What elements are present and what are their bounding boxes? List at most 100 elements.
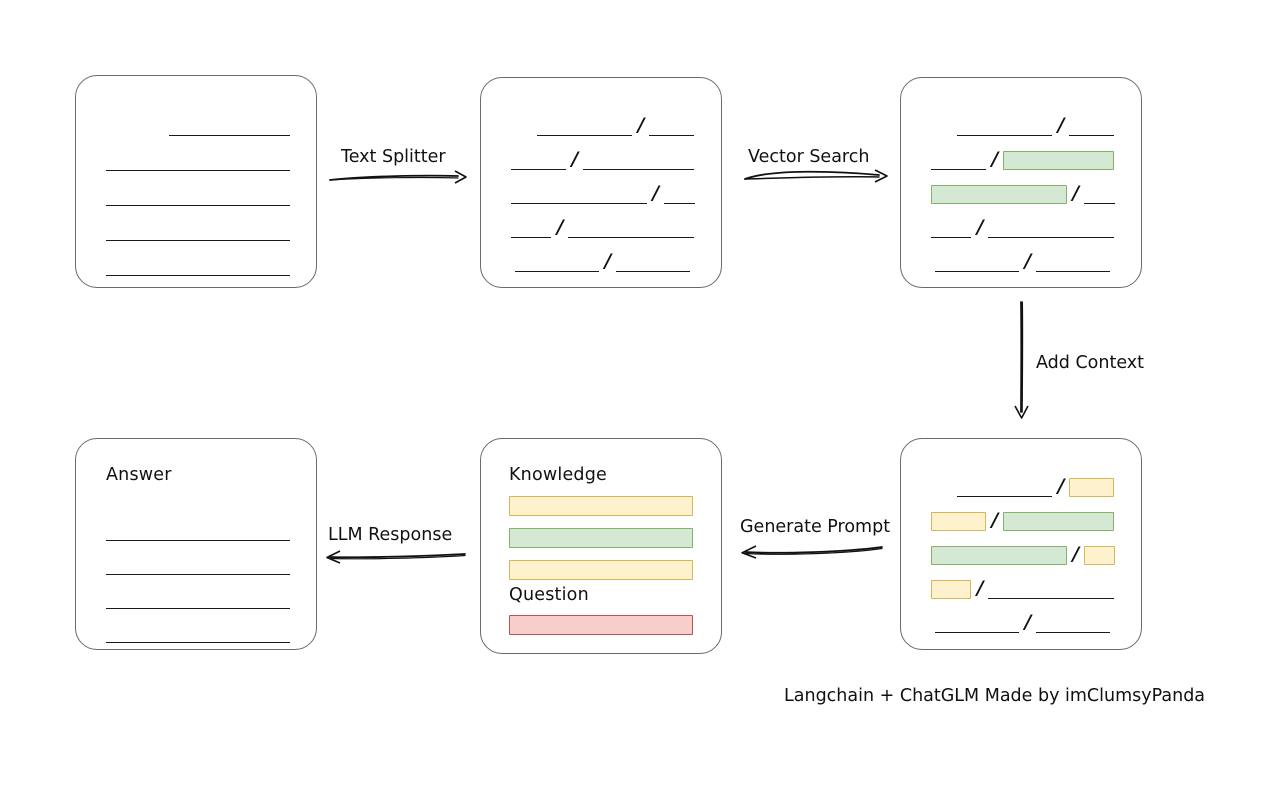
slash-separator: / — [556, 216, 564, 238]
text-line-segment — [988, 218, 1113, 238]
text-line-segment — [931, 150, 986, 170]
document-row: / — [931, 218, 1115, 238]
slash-separator: / — [1072, 543, 1080, 565]
text-line-segment — [957, 477, 1053, 497]
text-line-segment — [511, 184, 647, 204]
text-line-segment — [1036, 613, 1110, 633]
document-row — [106, 116, 290, 136]
edge-arrow-add-context — [1014, 301, 1029, 419]
text-line-segment — [649, 116, 693, 136]
node-context-enriched-chunks[interactable]: / / / / / — [900, 438, 1142, 650]
text-line-segment — [106, 151, 290, 171]
text-line-segment — [616, 252, 690, 272]
text-line-segment — [106, 623, 290, 643]
knowledge-bar-yellow — [509, 496, 693, 516]
text-line-segment — [957, 116, 1053, 136]
text-line-segment — [988, 579, 1113, 599]
document-row — [106, 221, 290, 241]
slash-separator: / — [976, 577, 984, 599]
text-line-segment — [1084, 184, 1115, 204]
context-enriched-rows: / / / / / — [901, 439, 1141, 649]
chunk-highlight-green — [931, 185, 1068, 204]
node-vector-matched-chunks[interactable]: / / / / / — [900, 77, 1142, 288]
chunk-highlight-yellow — [931, 512, 987, 531]
chunk-highlight-yellow — [1084, 546, 1116, 565]
text-line-segment — [515, 252, 600, 272]
text-line-segment — [935, 252, 1020, 272]
slash-separator: / — [991, 148, 999, 170]
document-row: / — [931, 613, 1115, 633]
slash-separator: / — [637, 114, 645, 136]
slash-separator: / — [1057, 114, 1065, 136]
slash-separator: / — [1057, 475, 1065, 497]
chunk-highlight-green — [1003, 512, 1114, 531]
row-indent — [511, 116, 537, 136]
node-prompt[interactable]: Knowledge Question — [480, 438, 722, 654]
row-indent — [106, 116, 169, 136]
edge-label-text-splitter: Text Splitter — [341, 147, 446, 167]
slash-separator: / — [652, 182, 660, 204]
text-line-segment — [106, 589, 290, 609]
prompt-bars — [481, 439, 721, 653]
chunk-highlight-green — [1003, 151, 1114, 170]
slash-separator: / — [1072, 182, 1080, 204]
slash-separator: / — [1024, 611, 1032, 633]
chunk-highlight-green — [931, 546, 1068, 565]
document-row: / — [931, 150, 1115, 170]
edge-arrow-generate-prompt — [741, 545, 883, 559]
chunk-highlight-yellow — [931, 580, 972, 599]
document-row: / — [511, 184, 695, 204]
text-line-segment — [106, 186, 290, 206]
slash-separator: / — [976, 216, 984, 238]
footer-credit: Langchain + ChatGLM Made by imClumsyPand… — [784, 686, 1206, 706]
edge-label-generate-prompt: Generate Prompt — [740, 517, 891, 537]
text-line-segment — [1069, 116, 1113, 136]
slash-separator: / — [571, 148, 579, 170]
edge-label-add-context: Add Context — [1036, 353, 1144, 373]
answer-line — [106, 589, 290, 609]
text-line-segment — [568, 218, 693, 238]
vector-matched-rows: / / / / / — [901, 78, 1141, 287]
text-line-segment — [106, 221, 290, 241]
question-bar-red — [509, 615, 693, 635]
node-source-document[interactable] — [75, 75, 317, 288]
chunk-highlight-yellow — [1069, 478, 1114, 497]
edge-label-vector-search: Vector Search — [748, 147, 870, 167]
document-row: / — [931, 252, 1115, 272]
row-indent — [931, 477, 957, 497]
answer-title: Answer — [106, 465, 172, 485]
text-line-segment — [106, 555, 290, 575]
document-row: / — [511, 150, 695, 170]
document-row: / — [931, 184, 1115, 204]
text-line-segment — [106, 521, 290, 541]
answer-lines — [76, 439, 316, 649]
document-row: / — [931, 543, 1116, 565]
edge-arrow-llm-response — [326, 550, 466, 564]
knowledge-title: Knowledge — [509, 465, 607, 485]
document-row: / — [931, 477, 1115, 497]
answer-line — [106, 521, 290, 541]
node-answer[interactable]: Answer — [75, 438, 317, 650]
text-line-segment — [537, 116, 633, 136]
text-line-segment — [169, 116, 290, 136]
answer-line — [106, 555, 290, 575]
document-row: / — [511, 116, 695, 136]
edge-arrow-text-splitter — [329, 170, 467, 184]
node-split-chunks[interactable]: ///// — [480, 77, 722, 288]
document-row: / — [511, 218, 695, 238]
document-row: / — [931, 116, 1115, 136]
source-document-rows — [76, 76, 316, 287]
split-chunks-rows: ///// — [481, 78, 721, 287]
document-row — [106, 151, 290, 171]
document-row — [106, 186, 290, 206]
knowledge-bar-yellow — [509, 560, 693, 580]
knowledge-bar-green — [509, 528, 693, 548]
text-line-segment — [583, 150, 693, 170]
edge-arrow-vector-search — [744, 169, 888, 183]
document-row: / — [931, 511, 1115, 531]
question-title: Question — [509, 585, 589, 605]
text-line-segment — [511, 150, 566, 170]
text-line-segment — [664, 184, 695, 204]
document-row — [106, 256, 290, 276]
